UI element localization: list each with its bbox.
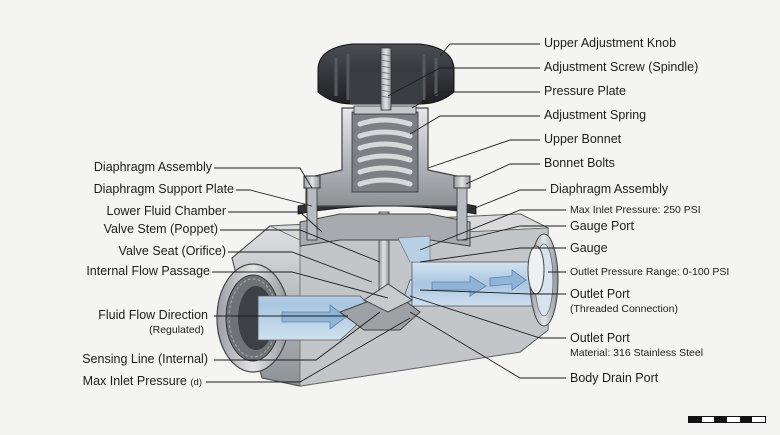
label-body-drain-port: Body Drain Port [570, 371, 659, 385]
label-bonnet-bolts: Bonnet Bolts [544, 156, 615, 170]
label-pressure-plate: Pressure Plate [544, 84, 626, 98]
label-lower-fluid-chamber: Lower Fluid Chamber [106, 204, 227, 218]
label-max-inlet-pressure-left-main: Max Inlet Pressure [82, 374, 187, 388]
label-sensing-line: Sensing Line (Internal) [82, 352, 208, 366]
label-outlet-port-main: Outlet Port [570, 287, 630, 301]
label-max-inlet-pressure-value: Max Inlet Pressure: 250 PSI [570, 204, 701, 216]
label-adjustment-spring: Adjustment Spring [544, 108, 647, 122]
label-diaphragm-support-plate: Diaphragm Support Plate [93, 182, 234, 196]
label-diaphragm-assembly-left: Diaphragm Assembly [93, 160, 212, 174]
gauge [527, 245, 545, 295]
label-gauge-port: Gauge Port [570, 219, 634, 233]
arrow-right-icon [281, 304, 347, 330]
label-fluid-flow-direction-sub: (Regulated) [149, 324, 204, 336]
label-adjustment-screw: Adjustment Screw (Spindle) [544, 60, 699, 74]
label-diaphragm-assembly-right: Diaphragm Assembly [550, 182, 669, 196]
label-upper-adjustment-knob: Upper Adjustment Knob [544, 36, 677, 50]
bonnet-bolts [303, 175, 471, 241]
label-outlet-port: Outlet Port (Threaded Connection) [570, 287, 678, 317]
label-outlet-port-sub: (Threaded Connection) [570, 303, 678, 315]
arrow-right-icon [431, 275, 487, 297]
label-outlet-port-2-main: Outlet Port [570, 331, 630, 345]
label-fluid-flow-direction: Fluid Flow Direction (Regulated) [98, 308, 208, 338]
adjustment-spring [357, 117, 413, 187]
arrow-right-icon [489, 269, 527, 291]
label-valve-seat: Valve Seat (Orifice) [118, 244, 226, 258]
flow-arrows [281, 269, 527, 330]
label-outlet-port-2: Outlet Port Material: 316 Stainless Stee… [570, 331, 703, 361]
label-fluid-flow-direction-main: Fluid Flow Direction [98, 308, 208, 322]
label-material: Material: 316 Stainless Steel [570, 347, 704, 359]
lower-fluid-chamber [299, 213, 471, 263]
label-gauge: Gauge [570, 241, 608, 255]
leader-lines [206, 43, 566, 383]
label-upper-bonnet: Upper Bonnet [544, 132, 622, 146]
label-max-inlet-pressure-left-suffix: (d) [190, 377, 202, 388]
label-max-inlet-pressure-left: Max Inlet Pressure (d) [83, 374, 202, 390]
scale-bar-icon [688, 416, 766, 423]
label-internal-flow-passage: Internal Flow Passage [86, 264, 210, 278]
label-valve-stem: Valve Stem (Poppet) [103, 222, 218, 236]
label-outlet-pressure-range: Outlet Pressure Range: 0-100 PSI [570, 266, 730, 278]
adjustment-screw [380, 47, 392, 111]
